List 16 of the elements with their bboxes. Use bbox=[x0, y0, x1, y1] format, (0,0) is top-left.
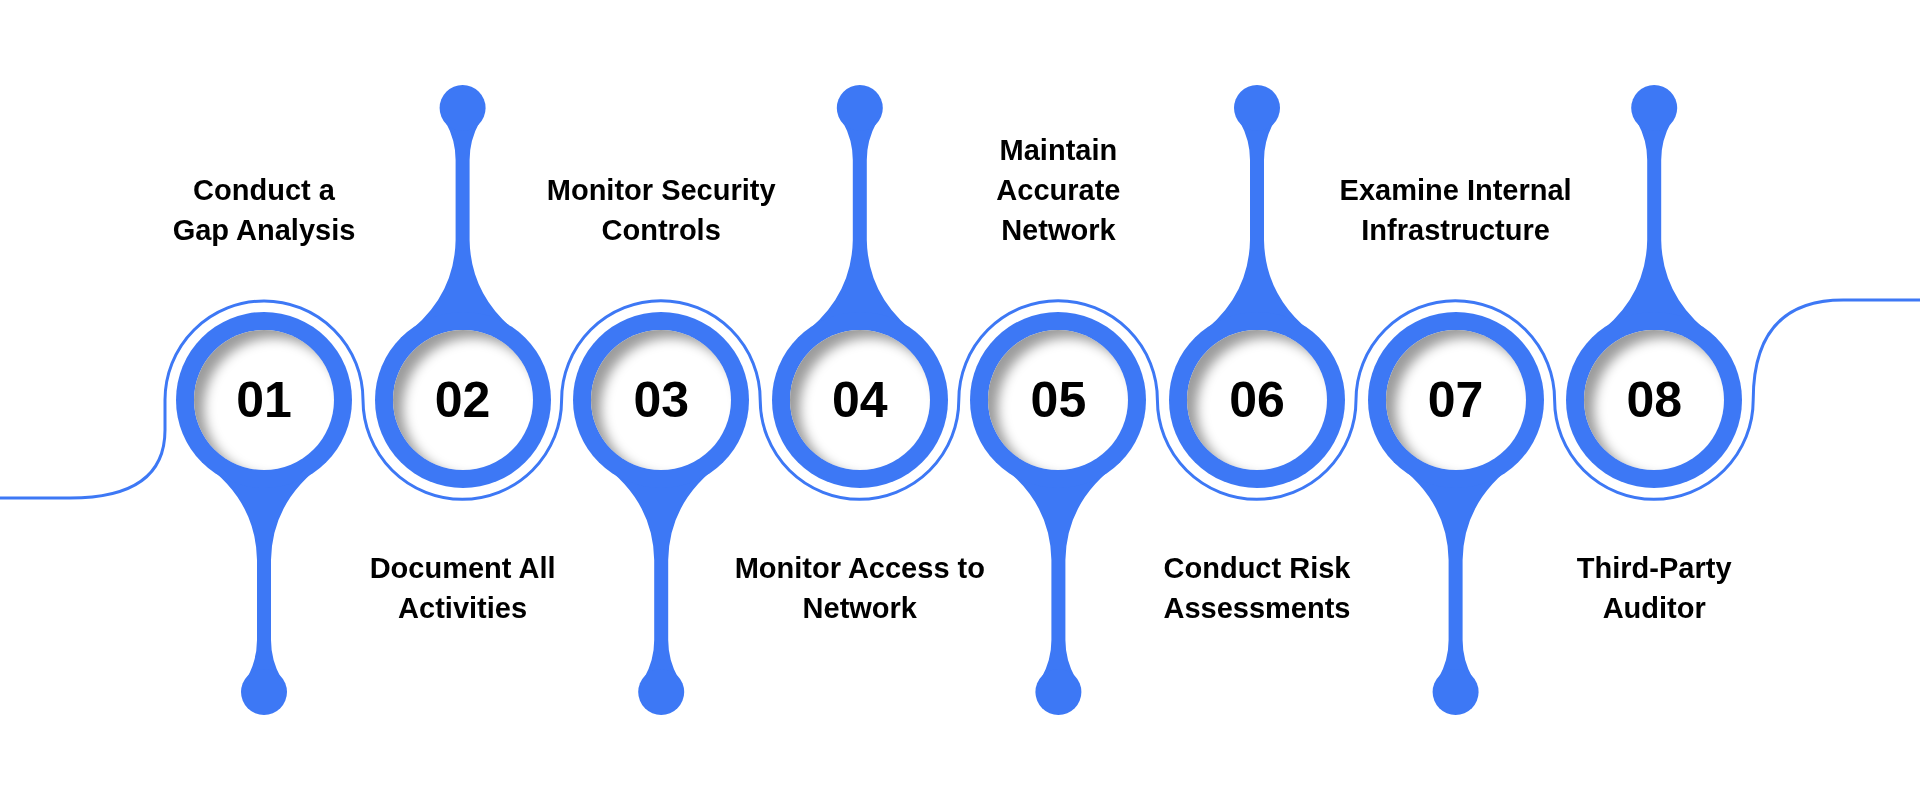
step-number: 03 bbox=[633, 375, 689, 425]
step-title: Maintain Accurate Network bbox=[995, 133, 1122, 248]
step-number: 04 bbox=[832, 375, 888, 425]
step-number: 05 bbox=[1030, 375, 1087, 425]
step-title: Examine Internal Infrastructure bbox=[1338, 173, 1573, 248]
step-title: Conduct Risk Assessments bbox=[1162, 551, 1352, 626]
step-number: 02 bbox=[434, 375, 491, 425]
step-number: 01 bbox=[236, 375, 292, 425]
step-number: 07 bbox=[1427, 375, 1484, 425]
step-title: Monitor Access to Network bbox=[733, 551, 986, 626]
step-number: 06 bbox=[1229, 375, 1285, 425]
step-title: Document All Activities bbox=[368, 551, 557, 626]
step-title: Third-Party Auditor bbox=[1575, 551, 1733, 626]
step-title: Conduct a Gap Analysis bbox=[171, 173, 357, 248]
step-number: 08 bbox=[1626, 375, 1682, 425]
step-title: Monitor Security Controls bbox=[545, 173, 777, 248]
